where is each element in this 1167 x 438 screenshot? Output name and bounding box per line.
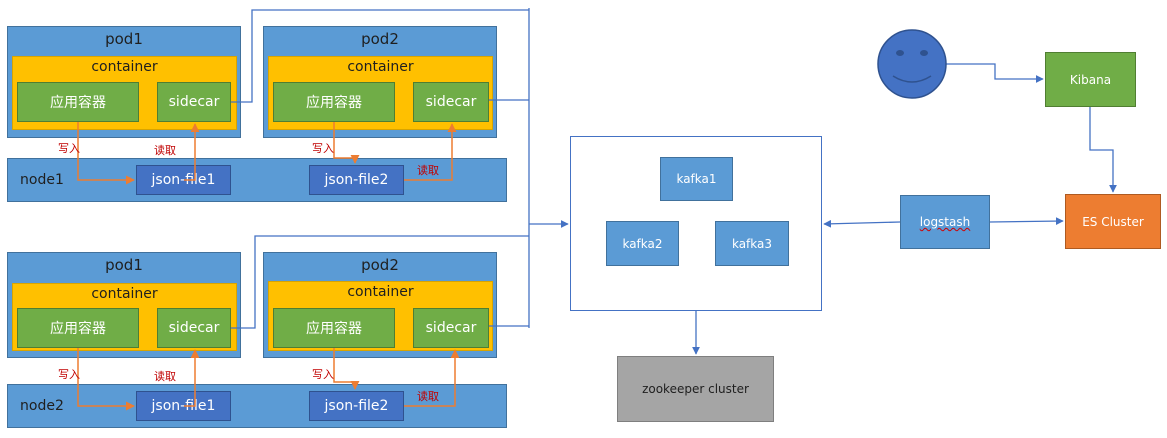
json-file2-node1: json-file2 bbox=[309, 165, 404, 195]
container-label: container bbox=[91, 59, 158, 75]
container-label: container bbox=[347, 284, 414, 300]
container-label: container bbox=[91, 286, 158, 302]
pod-label: pod2 bbox=[361, 256, 399, 274]
read-label: 读取 bbox=[154, 144, 176, 157]
app-container-node2-pod2: 应用容器 bbox=[273, 308, 395, 348]
sidecar-node1-pod2: sidecar bbox=[413, 82, 489, 122]
kibana-to-es-arrow bbox=[1089, 107, 1117, 193]
app-container-node1-pod1: 应用容器 bbox=[17, 82, 139, 122]
pod-label: pod1 bbox=[105, 30, 143, 48]
read-label: 读取 bbox=[417, 390, 439, 403]
write-label: 写入 bbox=[58, 368, 80, 381]
read-label: 读取 bbox=[154, 370, 176, 383]
pod-label: pod2 bbox=[361, 30, 399, 48]
smiley-user-icon bbox=[877, 29, 947, 99]
app-container-node2-pod1: 应用容器 bbox=[17, 308, 139, 348]
kafka2-broker: kafka2 bbox=[606, 221, 679, 266]
logstash-to-kafka-arrow bbox=[823, 219, 901, 228]
node-label: node2 bbox=[20, 398, 64, 414]
kafka3-broker: kafka3 bbox=[715, 221, 789, 266]
app-container-node1-pod2: 应用容器 bbox=[273, 82, 395, 122]
write-label: 写入 bbox=[312, 368, 334, 381]
user-to-kibana-arrow bbox=[946, 63, 1044, 83]
write-label: 写入 bbox=[312, 142, 334, 155]
sidecar-node2-pod1: sidecar bbox=[157, 308, 231, 348]
logstash-to-es-arrow bbox=[989, 217, 1064, 225]
logstash: logstash bbox=[900, 195, 990, 249]
zookeeper-cluster: zookeeper cluster bbox=[617, 356, 774, 422]
node-label: node1 bbox=[20, 172, 64, 188]
sidecar-node2-pod2: sidecar bbox=[413, 308, 489, 348]
json-file1-node1: json-file1 bbox=[136, 165, 231, 195]
kafka1-broker: kafka1 bbox=[660, 157, 733, 201]
kibana: Kibana bbox=[1045, 52, 1136, 107]
write-label: 写入 bbox=[58, 142, 80, 155]
read-label: 读取 bbox=[417, 164, 439, 177]
es-cluster: ES Cluster bbox=[1065, 194, 1161, 249]
container-label: container bbox=[347, 59, 414, 75]
pod-label: pod1 bbox=[105, 256, 143, 274]
json-file1-node2: json-file1 bbox=[136, 391, 231, 421]
sidecar-node1-pod1: sidecar bbox=[157, 82, 231, 122]
json-file2-node2: json-file2 bbox=[309, 391, 404, 421]
